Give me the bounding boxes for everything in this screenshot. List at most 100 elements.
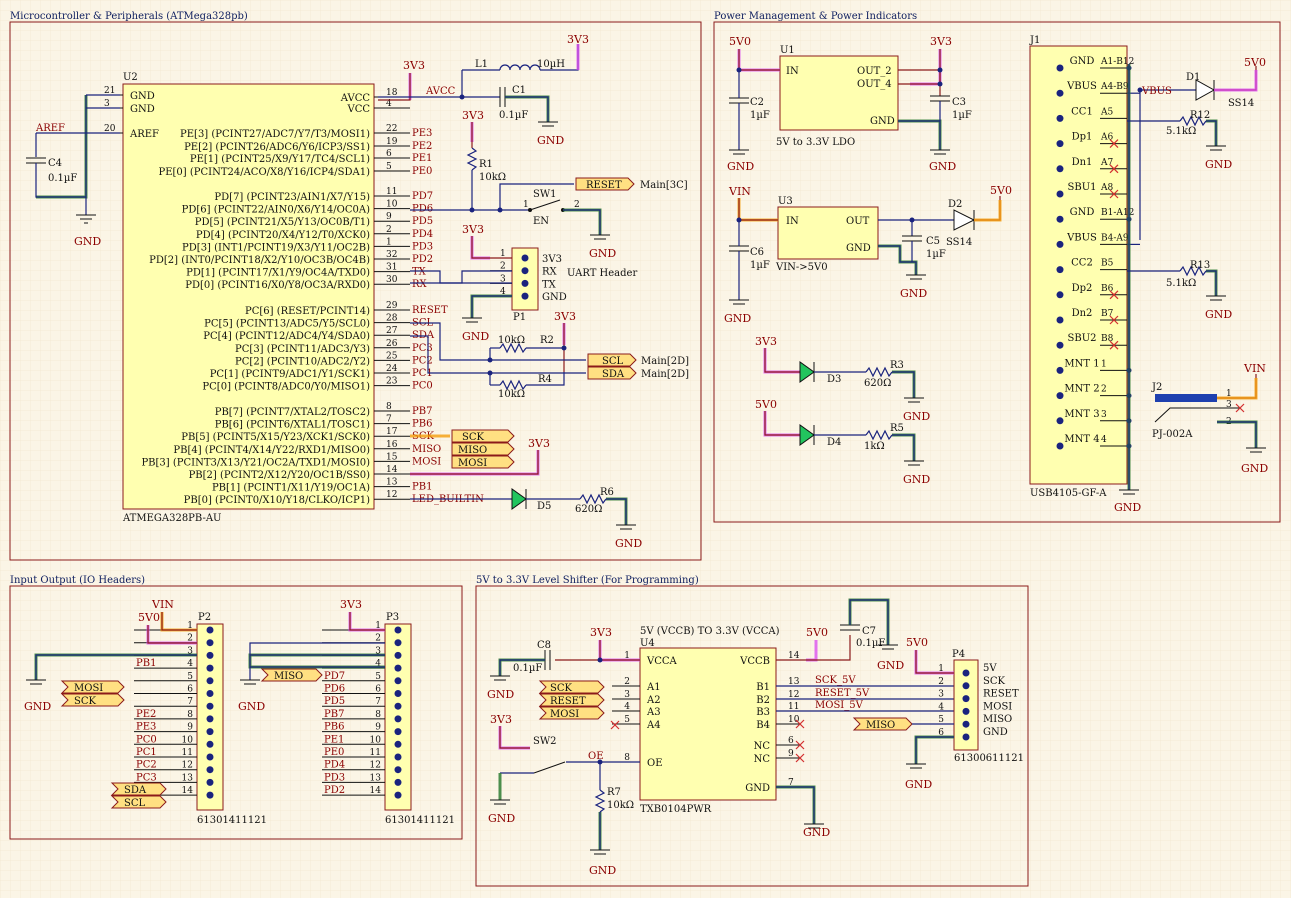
j1-part: USB4105-GF-A (1030, 488, 1107, 499)
j1-pin-name: GND (1070, 56, 1095, 67)
gnd-j1: GND (1114, 501, 1141, 514)
p1-pin-number: 3 (500, 274, 506, 284)
u4-mosi-port: MOSI (550, 709, 579, 720)
u4-right-pin-number: 12 (788, 690, 799, 700)
u2-net-label: MOSI (412, 456, 441, 467)
gnd-c6: GND (724, 312, 751, 325)
p3-pin-dot (394, 740, 402, 748)
u2-right-pin-name: PB[1] (PCINT1/X11/Y19/OC1A) (212, 483, 370, 494)
d4-power-led[interactable]: 5V0 D4 R5 1kΩ GND (755, 398, 930, 486)
u4-right-pin-name: GND (745, 783, 770, 794)
rail-3v3-u1: 3V3 (930, 35, 952, 48)
spi-ports[interactable]: SCK MISO MOSI 3V3 (410, 429, 550, 476)
p3-pin-number: 4 (375, 659, 381, 669)
reset-port[interactable]: RESET Main[3C] (575, 177, 688, 191)
sw1-switch[interactable]: SW1 1 2 EN GND (436, 183, 616, 260)
rail-5v0-u1: 5V0 (729, 35, 751, 48)
r6-ref: R6 (600, 487, 614, 498)
r1-resistor[interactable]: 3V3 R1 10kΩ (462, 109, 506, 210)
rail-3v3-p1: 3V3 (462, 223, 484, 236)
u2-right-pin-number: 26 (386, 339, 398, 349)
u4-left-pin-number: 5 (624, 715, 630, 725)
rail-vin-u3: VIN (728, 185, 751, 198)
u4-right-pin-name: B1 (756, 682, 770, 693)
u2-net-label: PB6 (412, 419, 432, 430)
gnd-p4: GND (905, 778, 932, 791)
rail-3v3-u4: 3V3 (590, 626, 612, 639)
p2-header[interactable]: P2 61301411121 1234PB15678PE29PE310PC011… (24, 598, 267, 826)
shifter-wiring[interactable]: 3V3 C8 0.1µF GND SCK RESET MOSI 3V3 SW2 … (487, 598, 954, 877)
u2-right-pin-name: PB[0] (PCINT0/X10/Y18/CLKO/ICP1) (184, 495, 370, 506)
u4-right-pin-name: NC (754, 754, 771, 765)
p2-part: 61301411121 (197, 815, 267, 826)
u4-left-pin-name: A1 (646, 682, 661, 693)
p3-pin-net: PB6 (324, 722, 344, 733)
j1-pin-dot (1056, 64, 1064, 72)
sck-port-label: SCK (462, 432, 485, 443)
gnd-symbol-c4: GND (74, 214, 101, 248)
sda-port-label: SDA (602, 369, 625, 380)
j1-pin-name: MNT 2 (1064, 384, 1099, 395)
c1-value: 0.1µF (499, 110, 528, 121)
p2-pin-net: PE2 (136, 709, 156, 720)
j1-pin-name: SBU2 (1068, 333, 1097, 344)
p3-header[interactable]: P3 61301411121 12345PD76PD67PD58PB79PB61… (238, 598, 455, 826)
u1-ldo[interactable]: U1 IN OUT_2 OUT_4 GND 5V to 3.3V LDO 5V0… (727, 35, 972, 173)
p4-pin-name: GND (983, 727, 1008, 738)
d3-power-led[interactable]: 3V3 D3 R3 620Ω GND (755, 335, 930, 423)
j1-pin-name: MNT 3 (1064, 409, 1099, 420)
u4-level-shifter[interactable]: 5V (VCCB) TO 3.3V (VCCA) U4 TXB0104PWR 1… (612, 626, 800, 815)
p4-ref: P4 (952, 649, 965, 660)
u2-net-label: RESET (412, 305, 448, 316)
u2-right-pin-number: 14 (386, 465, 398, 475)
i2c-pullups[interactable]: 3V3 10kΩ R2 R4 10kΩ SCL Main[2D] SDA Mai… (410, 310, 689, 400)
u2-right-pin-number: 15 (386, 452, 398, 462)
p2-pin-dot (206, 740, 214, 748)
u3-regulator[interactable]: U3 IN OUT GND VIN->5V0 VIN C6 1µF GND 5V… (724, 184, 1012, 325)
r12-value: 5.1kΩ (1166, 126, 1196, 137)
p3-ref: P3 (386, 612, 399, 623)
p3-pin-number: 10 (370, 735, 382, 745)
p3-pin-number: 2 (375, 634, 381, 644)
c6-ref: C6 (750, 247, 764, 258)
c5-value: 1µF (926, 249, 946, 260)
d5-led[interactable]: D5 R6 620Ω GND (410, 487, 642, 550)
sda-port-ref: Main[2D] (641, 369, 689, 380)
p2-pin-dot (206, 639, 214, 647)
u2-right-pin-number: 23 (386, 377, 398, 387)
u4-reset-port: RESET (550, 696, 586, 707)
j1-pin-dot (1056, 89, 1064, 97)
rail-vin-p2: VIN (151, 598, 174, 611)
u2-right-pin-number: 11 (386, 187, 397, 197)
gnd-c7: GND (877, 659, 904, 672)
j2-barrel-jack[interactable]: J2 PJ-002A 1 3 2 VIN GND (1151, 362, 1268, 475)
r7-ref: R7 (607, 787, 621, 798)
gnd-c2: GND (727, 160, 754, 173)
p2-pin-dot (206, 778, 214, 786)
j1-pin-number: B5 (1101, 259, 1114, 269)
j1-pin-number: 4 (1101, 435, 1107, 445)
miso-port-label: MISO (458, 445, 487, 456)
c1-capacitor[interactable]: C1 0.1µF GND (462, 85, 564, 147)
d4-ref: D4 (827, 437, 841, 448)
j1-pin-name: Dn2 (1072, 308, 1093, 319)
j1-pin-name: GND (1070, 207, 1095, 218)
u2-right-pin-number: 8 (386, 402, 392, 412)
u4-right-pin-name: VCCB (739, 656, 770, 667)
u2-right-pin-name: PC[4] (PCINT12/ADC4/Y4/SDA0) (203, 331, 370, 342)
c3-ref: C3 (952, 97, 966, 108)
p1-pin-name: 3V3 (542, 254, 562, 265)
scl-port-label: SCL (602, 356, 624, 367)
j1-no-connect (1109, 340, 1119, 350)
j1-pin-dot (1056, 266, 1064, 274)
sck-5v-net: SCK_5V (815, 675, 856, 686)
oe-net: OE (588, 751, 604, 762)
l1-inductor[interactable]: 3V3 AVCC 3V3 L1 10µH (378, 33, 589, 101)
p1-pin-name: TX (542, 279, 557, 290)
c4-capacitor[interactable]: C4 0.1µF AREF (26, 94, 120, 215)
p3-pin-dot (394, 791, 402, 799)
